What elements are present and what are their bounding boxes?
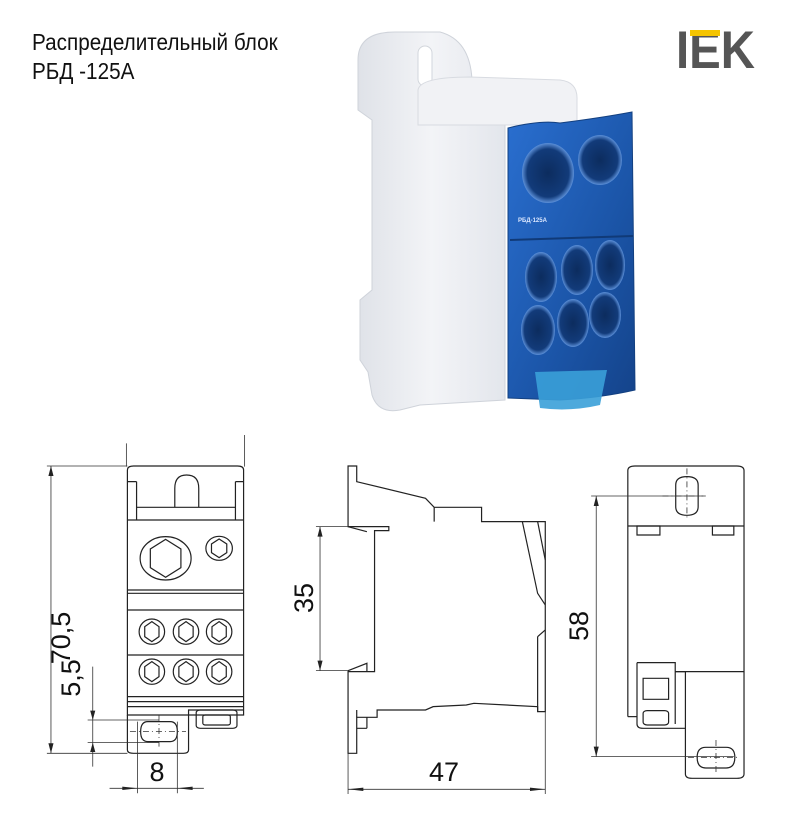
product-photo: РБД-125А xyxy=(357,31,636,412)
product-title: Распределительный блок РБД -125А xyxy=(32,28,278,86)
technical-drawing: 70,5 5,5 8 35 47 58 xyxy=(46,420,795,831)
title-line-2: РБД -125А xyxy=(32,58,135,84)
brand-accent-bar xyxy=(690,30,720,36)
dim-mount-spacing: 58 xyxy=(564,611,594,641)
dim-tab-offset: 5,5 xyxy=(56,659,86,697)
rear-view xyxy=(591,466,744,778)
dim-tab-width: 8 xyxy=(149,757,164,787)
title-line-1: Распределительный блок xyxy=(32,29,278,55)
dim-rail-height: 35 xyxy=(289,583,319,613)
front-view xyxy=(47,435,245,793)
dim-depth: 47 xyxy=(429,757,459,787)
iek-logo: IEK xyxy=(676,21,755,80)
side-view xyxy=(316,466,545,794)
cover-label: РБД-125А xyxy=(518,218,548,224)
dim-front-height: 70,5 xyxy=(46,612,76,665)
